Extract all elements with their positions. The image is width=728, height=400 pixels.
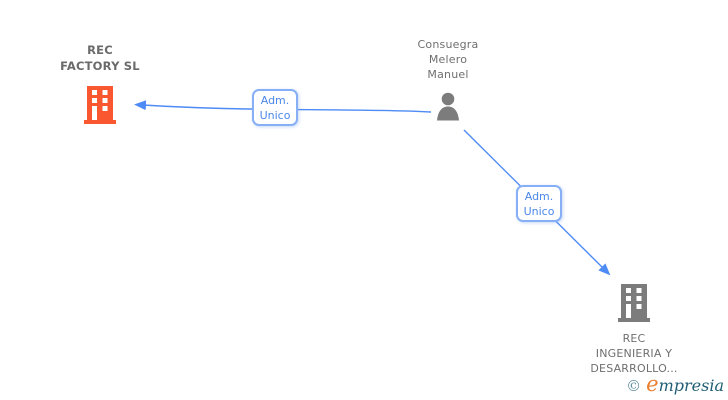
company-name-line: INGENIERIA Y (595, 347, 673, 360)
person-name-line: Consuegra (417, 38, 479, 51)
edge-label-adm-unico-left: Adm. Unico (252, 89, 298, 126)
company-name-line: REC (622, 332, 646, 345)
person-name-line: Manuel (427, 68, 469, 81)
node-company-rec-factory[interactable]: REC FACTORY SL (40, 42, 160, 128)
brand-name-first-letter: e (646, 372, 659, 396)
edge-label-line: Adm. (260, 93, 290, 107)
company-name[interactable]: REC FACTORY SL (40, 42, 160, 74)
person-name[interactable]: Consuegra Melero Manuel (388, 37, 508, 82)
edge-label-line: Unico (523, 204, 555, 218)
node-person-consuegra[interactable]: Consuegra Melero Manuel (388, 37, 508, 127)
company-name[interactable]: REC INGENIERIA Y DESARROLLO... (574, 331, 694, 376)
company-name-line: DESARROLLO... (590, 362, 678, 375)
edge-label-adm-unico-right: Adm. Unico (516, 185, 562, 222)
company-name-line: REC (87, 43, 113, 57)
edge-label-line: Unico (259, 108, 291, 122)
company-name-line: FACTORY SL (60, 59, 140, 73)
copyright-icon: © (626, 377, 642, 395)
person-name-line: Melero (428, 53, 468, 66)
node-company-rec-ingenieria[interactable]: REC INGENIERIA Y DESARROLLO... (574, 284, 694, 376)
edge-label-line: Adm. (524, 189, 554, 203)
brand-logo[interactable]: ©empresia (626, 373, 724, 397)
edge-person-to-rec-factory (134, 100, 432, 113)
brand-name: mpresia (658, 376, 724, 395)
person-icon[interactable] (388, 91, 508, 127)
building-icon[interactable] (574, 284, 694, 326)
building-icon[interactable] (40, 86, 160, 128)
